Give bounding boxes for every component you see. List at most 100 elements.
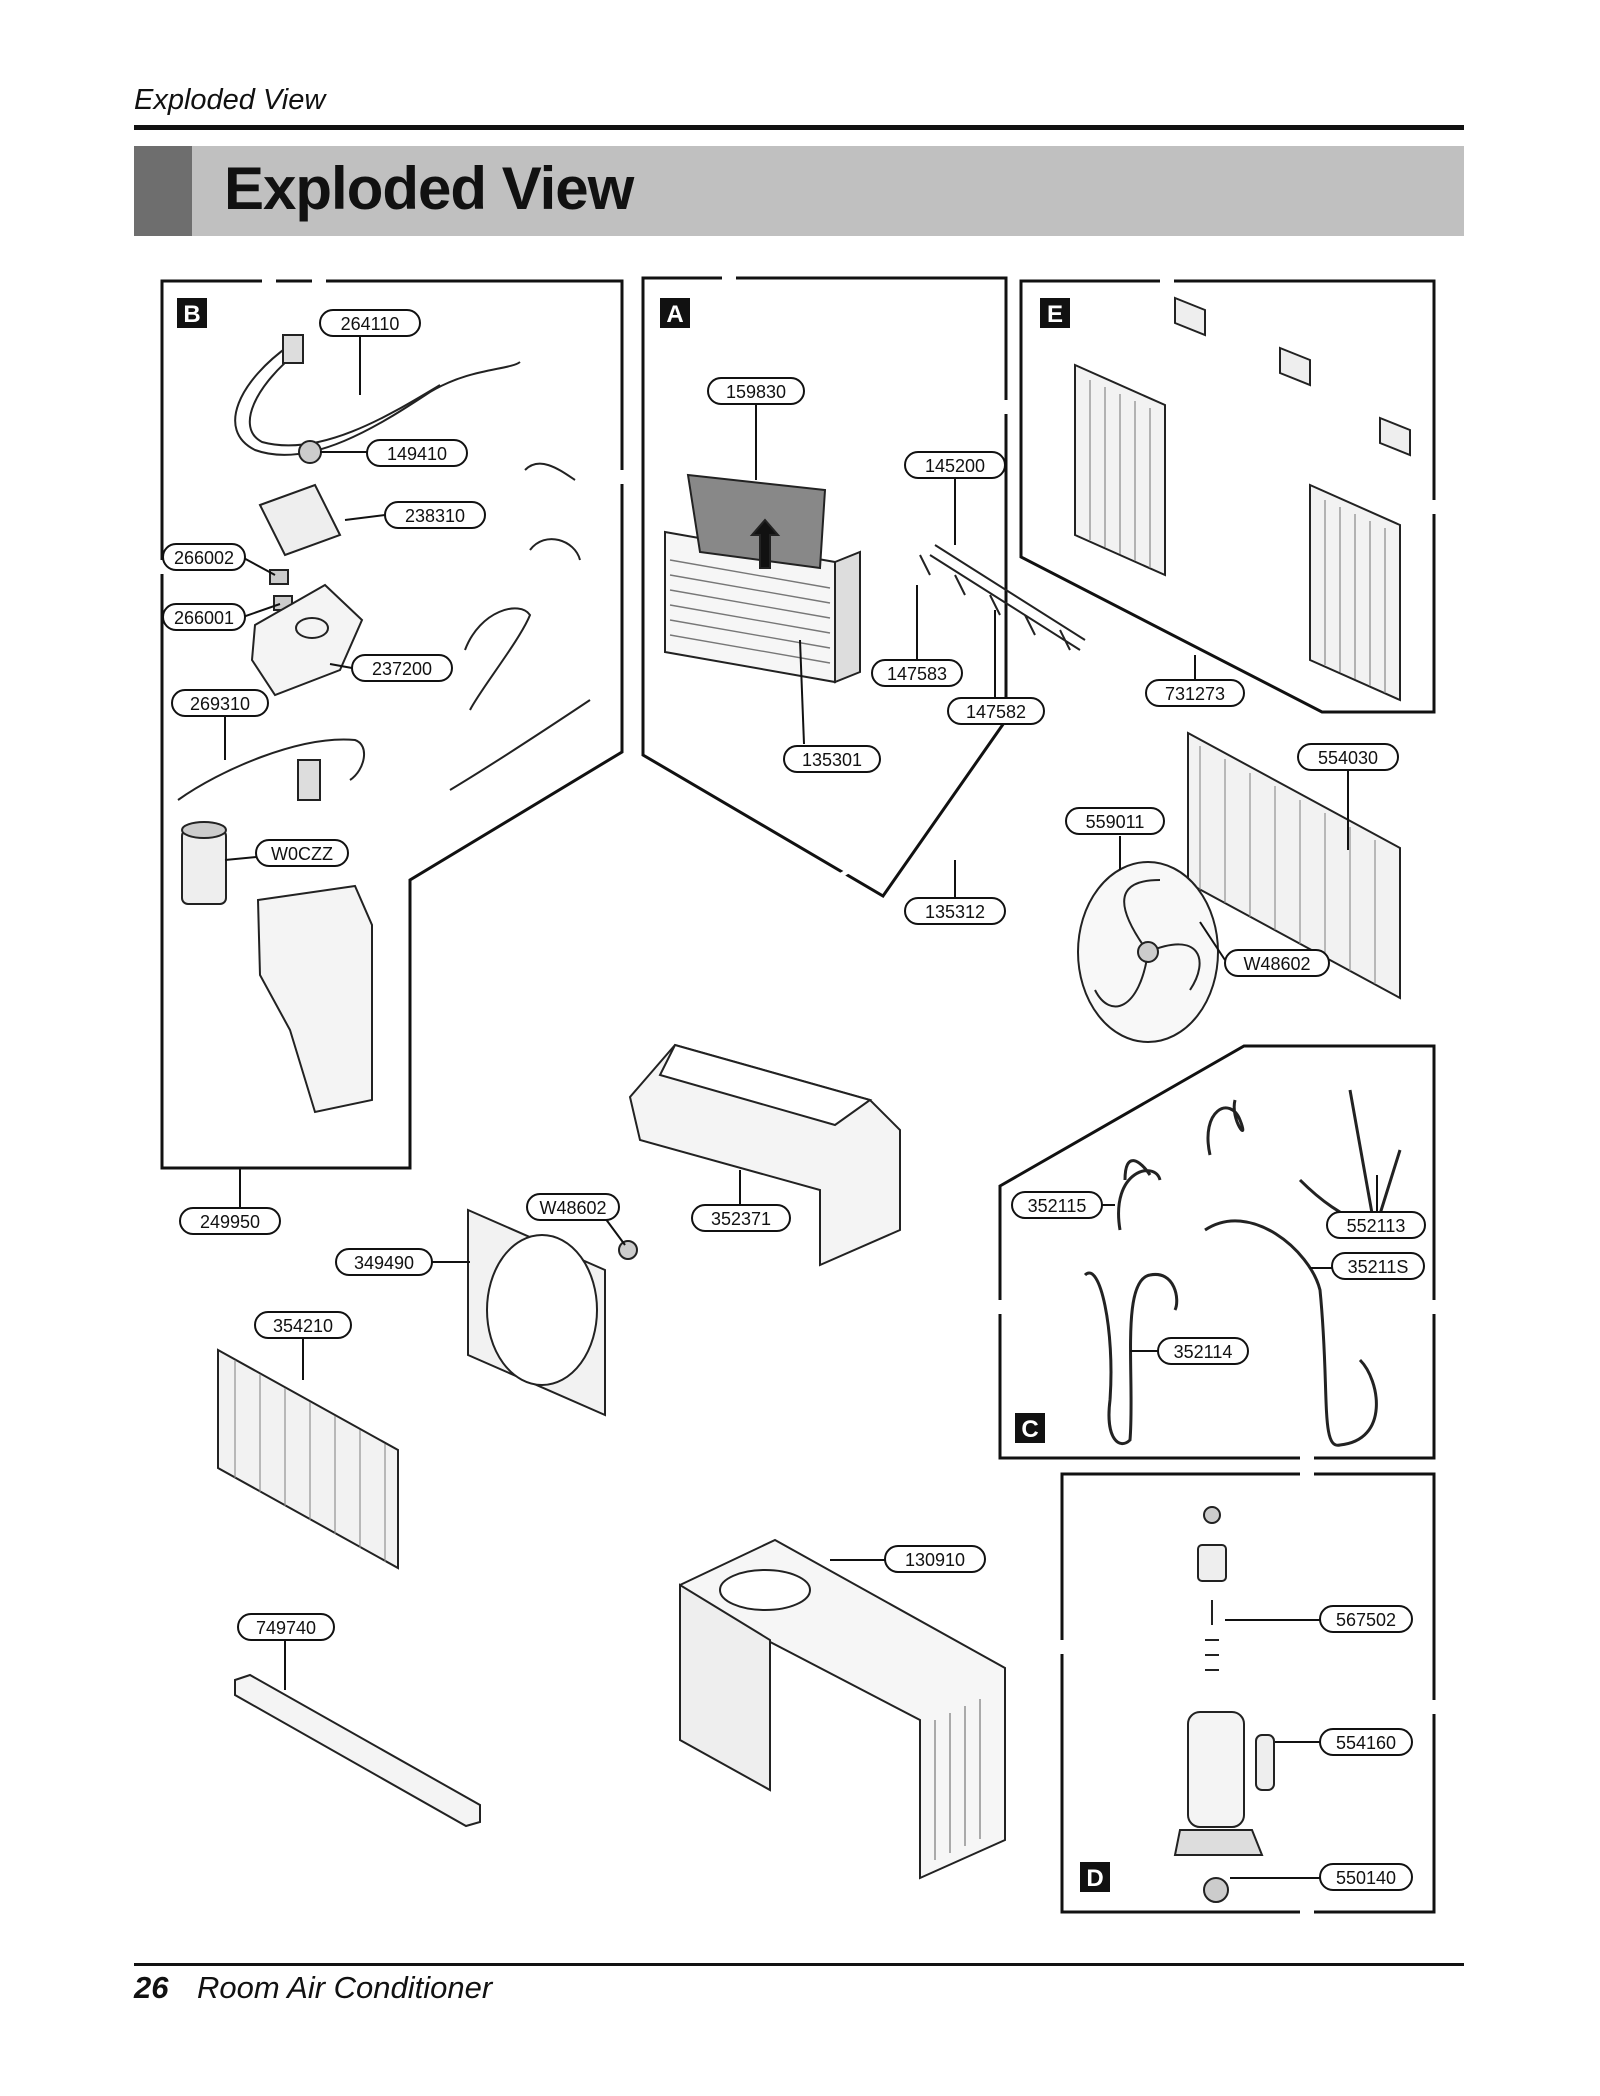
svg-text:145200: 145200 <box>925 456 985 476</box>
callout-135312: 135312 <box>904 897 1006 925</box>
running-head: Exploded View <box>134 84 326 116</box>
callout-554160: 554160 <box>1319 1728 1413 1756</box>
callout-264110: 264110 <box>319 309 421 337</box>
header-rule <box>134 125 1464 130</box>
compressor-part <box>1173 1506 1275 1903</box>
capacitor-part <box>181 821 227 905</box>
callout-237200: 237200 <box>351 654 453 682</box>
evaporator-coil-part <box>217 1348 399 1570</box>
banner-tab <box>134 146 192 236</box>
callout-w48602-top: W48602 <box>1224 949 1330 977</box>
callout-35211s: 35211S <box>1331 1252 1425 1280</box>
svg-text:550140: 550140 <box>1336 1868 1396 1888</box>
svg-text:B: B <box>183 301 200 328</box>
fan-part <box>1077 861 1219 1043</box>
svg-text:D: D <box>1086 1865 1103 1892</box>
svg-text:266002: 266002 <box>174 548 234 568</box>
svg-text:554030: 554030 <box>1318 748 1378 768</box>
svg-text:C: C <box>1021 1416 1038 1443</box>
callout-352371: 352371 <box>691 1204 791 1232</box>
section-b-frame <box>160 279 624 1170</box>
svg-text:349490: 349490 <box>354 1253 414 1273</box>
callout-w0czz: W0CZZ <box>255 839 349 867</box>
control-box-part <box>250 583 364 697</box>
svg-text:A: A <box>666 301 683 328</box>
section-label-b: B <box>177 298 207 328</box>
svg-text:35211S: 35211S <box>1348 1257 1409 1277</box>
svg-text:552113: 552113 <box>1347 1216 1406 1236</box>
callout-352114: 352114 <box>1157 1337 1249 1365</box>
callout-552113: 552113 <box>1326 1211 1426 1239</box>
page-title: Exploded View <box>224 155 634 222</box>
cabinet-part <box>679 1538 1006 1880</box>
svg-text:749740: 749740 <box>256 1618 316 1638</box>
bracket-part <box>1174 296 1411 457</box>
svg-text:269310: 269310 <box>190 694 250 714</box>
louver-part <box>919 544 1086 651</box>
svg-text:354210: 354210 <box>273 1316 333 1336</box>
callout-238310: 238310 <box>384 501 486 529</box>
callout-266001: 266001 <box>162 603 246 631</box>
svg-text:554160: 554160 <box>1336 1733 1396 1753</box>
svg-text:266001: 266001 <box>174 608 234 628</box>
footer-rule <box>134 1963 1464 1966</box>
refrigerant-piping-part <box>1083 1089 1402 1447</box>
svg-text:238310: 238310 <box>405 506 465 526</box>
section-label-d: D <box>1080 1862 1110 1892</box>
callout-567502: 567502 <box>1319 1605 1413 1633</box>
svg-text:352114: 352114 <box>1174 1342 1233 1362</box>
callout-349490: 349490 <box>335 1248 433 1276</box>
title-banner: Exploded View <box>134 146 1464 236</box>
thermostat-part <box>177 738 365 801</box>
orifice-plate-part <box>467 1208 638 1417</box>
callout-554030: 554030 <box>1297 743 1399 771</box>
svg-text:149410: 149410 <box>387 444 447 464</box>
callout-352115: 352115 <box>1011 1191 1103 1219</box>
callout-147583: 147583 <box>871 659 963 687</box>
section-e-frame <box>1019 279 1436 714</box>
svg-text:W48602: W48602 <box>1243 954 1310 974</box>
air-guide-part <box>628 1043 901 1267</box>
svg-text:159830: 159830 <box>726 382 786 402</box>
section-c-frame <box>998 1044 1436 1460</box>
callout-145200: 145200 <box>904 451 1006 479</box>
section-label-a: A <box>660 298 690 328</box>
section-label-e: E <box>1040 298 1070 328</box>
svg-text:W0CZZ: W0CZZ <box>271 844 333 864</box>
callout-559011: 559011 <box>1065 807 1165 835</box>
callout-149410: 149410 <box>366 439 468 467</box>
svg-text:W48602: W48602 <box>539 1198 606 1218</box>
svg-text:264110: 264110 <box>341 314 400 334</box>
svg-text:147582: 147582 <box>966 702 1026 722</box>
knob-part <box>298 440 322 464</box>
callout-354210: 354210 <box>254 1311 352 1339</box>
power-cord-part <box>234 334 521 456</box>
callout-147582: 147582 <box>947 697 1045 725</box>
section-label-c: C <box>1015 1413 1045 1443</box>
svg-text:135301: 135301 <box>802 750 862 770</box>
callout-266002: 266002 <box>162 543 246 571</box>
section-a-frame <box>641 276 1008 898</box>
svg-text:352371: 352371 <box>711 1209 771 1229</box>
condenser-coil-part <box>1187 731 1401 1000</box>
svg-text:559011: 559011 <box>1086 812 1145 832</box>
callout-249950: 249950 <box>179 1207 281 1235</box>
svg-text:731273: 731273 <box>1165 684 1225 704</box>
front-grille-part <box>664 530 861 684</box>
air-filter-part <box>686 473 827 570</box>
svg-text:135312: 135312 <box>925 902 985 922</box>
callout-159830: 159830 <box>707 377 805 405</box>
callout-135301: 135301 <box>783 745 881 773</box>
footer-text: Room Air Conditioner <box>197 1970 493 2005</box>
svg-text:567502: 567502 <box>1336 1610 1396 1630</box>
callout-731273: 731273 <box>1145 679 1245 707</box>
svg-text:237200: 237200 <box>372 659 432 679</box>
svg-text:E: E <box>1047 301 1063 328</box>
page-number: 26 <box>134 1970 169 2005</box>
svg-text:352115: 352115 <box>1028 1196 1087 1216</box>
motor-mount-part <box>256 884 373 1114</box>
svg-text:147583: 147583 <box>887 664 947 684</box>
callout-269310: 269310 <box>171 689 269 717</box>
side-curtain-left-part <box>1074 363 1166 577</box>
